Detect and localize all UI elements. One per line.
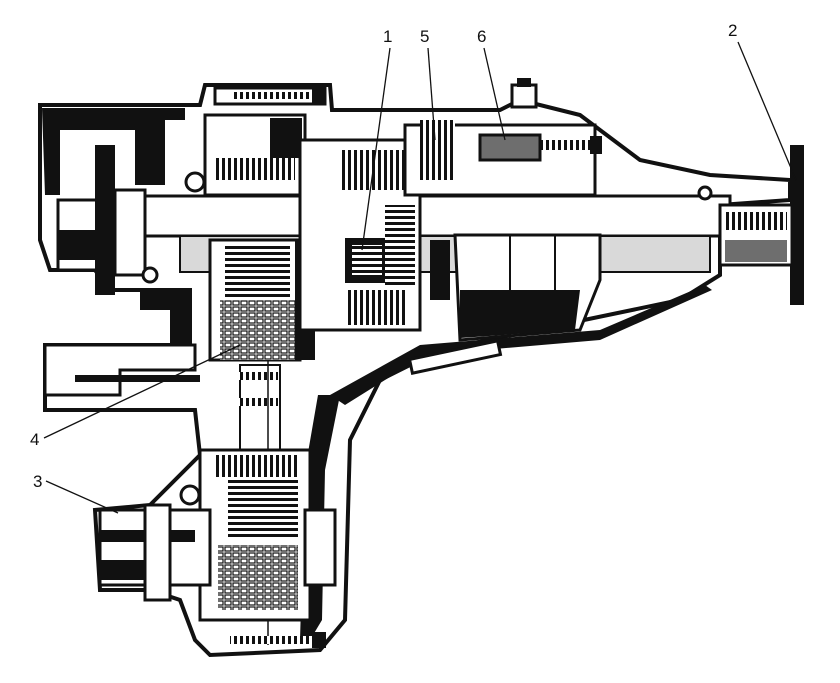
center-body-shadow — [460, 290, 580, 338]
front-output-bearing — [179, 484, 201, 506]
front-output-cover — [303, 508, 337, 587]
driven-sprocket-mid — [228, 478, 298, 538]
bolt-upper-2 — [238, 398, 278, 406]
planetary-gear-right — [385, 205, 415, 285]
top-bolt-head — [312, 87, 326, 105]
callout-label-6: 6 — [477, 27, 486, 46]
callout-lead-4 — [43, 344, 241, 439]
clutch-pack — [420, 120, 455, 180]
callout-label-4: 4 — [30, 430, 39, 449]
housing-left-wall — [42, 108, 185, 195]
center-body — [407, 233, 602, 375]
drive-chain-mid — [220, 300, 295, 360]
callout-lead-3 — [45, 480, 119, 514]
planetary-gear-lower — [345, 290, 405, 325]
planetary-gear-center-teeth — [352, 245, 382, 275]
center-shaft-dark — [430, 240, 450, 300]
callout-lead-6 — [483, 47, 506, 141]
actuator-screw — [540, 140, 595, 150]
input-flange-plate — [95, 145, 115, 295]
drive-sprocket-teeth — [215, 158, 295, 180]
rear-bearing-2 — [697, 185, 713, 201]
bottom-bolt-shank — [230, 636, 312, 644]
drive-chain-upper — [225, 245, 290, 300]
vent-cap — [517, 78, 531, 87]
drive-sprocket-dark — [270, 118, 302, 158]
input-seal — [113, 188, 147, 277]
callout-label-2: 2 — [728, 21, 737, 40]
callout-lead-2 — [737, 41, 797, 181]
callouts: 1 5 6 2 4 3 — [30, 21, 797, 514]
top-bolt-shank — [232, 92, 312, 99]
housing-inner-wall — [75, 375, 200, 382]
rear-output-splines — [725, 212, 787, 230]
front-output-seal — [143, 503, 172, 602]
vent-fitting — [510, 83, 538, 109]
drive-sprocket-assembly — [203, 113, 315, 362]
chain-connection — [238, 360, 281, 645]
callout-lead-1 — [361, 47, 391, 251]
actuator-coil — [478, 133, 542, 162]
front-bearing-lower — [141, 266, 159, 284]
clutch-and-actuator — [403, 120, 602, 197]
housing-left-flange — [43, 343, 197, 397]
actuator-head — [590, 136, 602, 154]
housing-diagonal-wall — [330, 285, 712, 405]
speed-sensor — [407, 339, 503, 375]
front-output-assembly — [98, 448, 337, 648]
housing-left-lower — [140, 290, 190, 345]
front-bearing — [184, 171, 206, 193]
callout-label-1: 1 — [383, 27, 392, 46]
bottom-bolt-head — [312, 632, 326, 648]
rear-output-bore — [725, 240, 787, 262]
callout-label-5: 5 — [420, 27, 429, 46]
driven-sprocket-chain — [218, 545, 298, 610]
driven-sprocket-top — [215, 455, 300, 477]
bolt-upper-1 — [238, 372, 278, 380]
callout-lead-5 — [427, 47, 436, 141]
callout-label-3: 3 — [33, 472, 42, 491]
